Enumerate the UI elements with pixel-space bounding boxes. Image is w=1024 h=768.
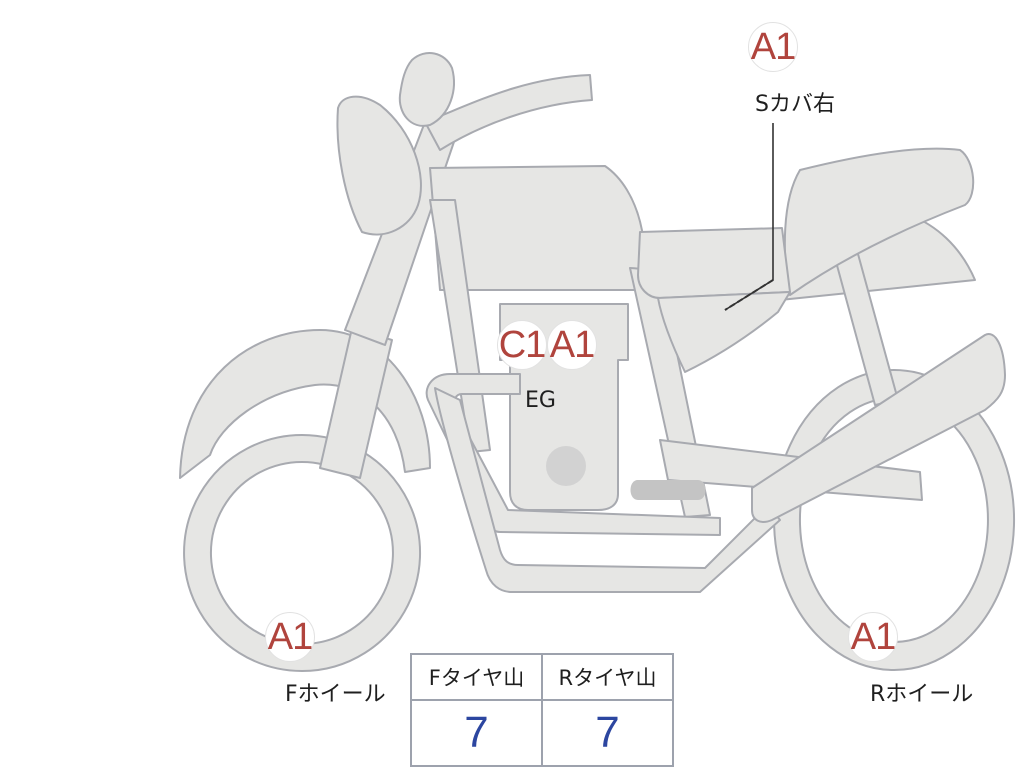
engine-a-badge[interactable]: A1 [547, 320, 597, 370]
handlebar [424, 74, 593, 151]
front-tire-header: Fタイヤ山 [410, 653, 543, 701]
rear-tire-value[interactable]: 7 [541, 699, 674, 767]
front-wheel-badge[interactable]: A1 [265, 612, 315, 662]
front-wheel-label: Fホイール [285, 682, 386, 707]
rear-tire-header: Rタイヤ山 [541, 653, 674, 701]
engine-label: EG [525, 388, 556, 413]
side-cover [657, 291, 791, 373]
tire-tread-table: Fタイヤ山 Rタイヤ山 7 7 [410, 653, 674, 767]
footpeg [630, 480, 706, 500]
side-cover-pointer-dash [724, 279, 774, 311]
mirror [398, 52, 455, 127]
side-cover-badge[interactable]: A1 [748, 22, 798, 72]
tire-table-header-row: Fタイヤ山 Rタイヤ山 [410, 653, 674, 701]
headlight [336, 95, 422, 236]
exhaust-pipe [425, 373, 721, 536]
tire-table-value-row: 7 7 [410, 699, 674, 767]
front-fork [319, 327, 393, 479]
side-cover-label: Sカバ右 [755, 92, 835, 117]
seat-base [637, 227, 791, 299]
muffler [751, 333, 1006, 523]
rear-wheel-badge[interactable]: A1 [848, 612, 898, 662]
front-tire-value[interactable]: 7 [410, 699, 543, 767]
engine-c-badge[interactable]: C1 [497, 320, 547, 370]
rear-wheel-label: Rホイール [870, 682, 974, 707]
lower-frame [434, 387, 781, 593]
engine-disc [546, 446, 586, 486]
